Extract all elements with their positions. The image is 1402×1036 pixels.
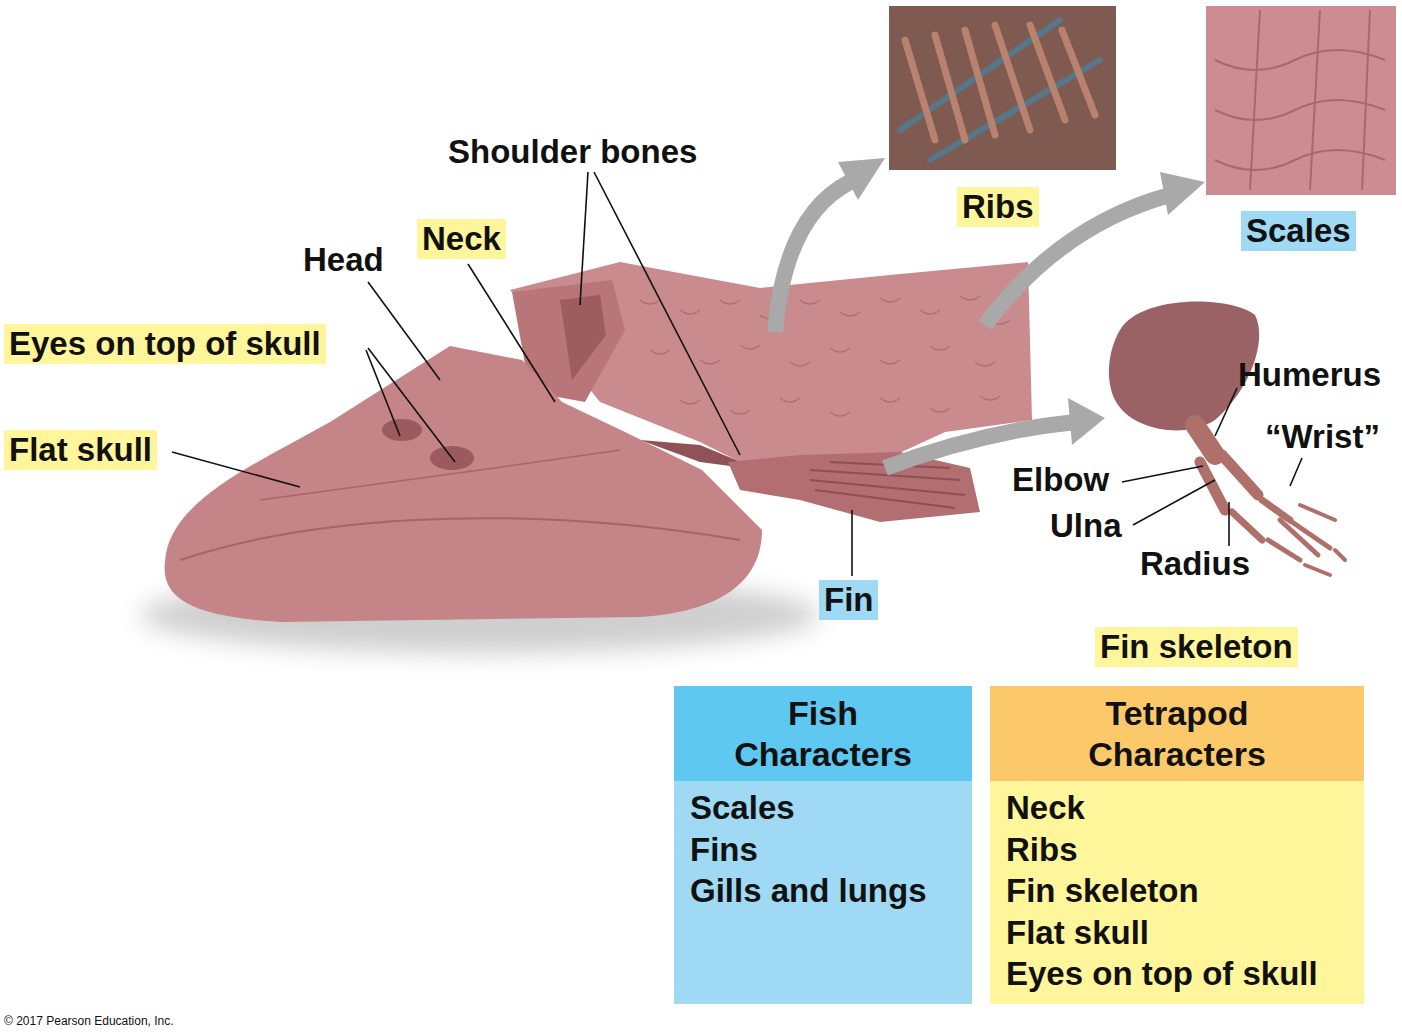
eye-socket: [382, 419, 422, 441]
fossil-fin: [728, 452, 980, 522]
tetrapod-label: Fin skeleton: [1095, 627, 1298, 667]
character-item: Flat skull: [990, 912, 1364, 954]
scales-photo-detail: [1215, 10, 1385, 190]
tetrapod-label: Ribs: [957, 187, 1039, 227]
fish-label: Scales: [1241, 211, 1356, 251]
tetrapod-label: Eyes on top of skull: [4, 324, 326, 364]
shoulder-bone: [560, 295, 606, 380]
ribs-photo-detail: [900, 20, 1100, 160]
character-item: Fins: [674, 829, 972, 871]
part-label: Shoulder bones: [443, 132, 702, 172]
character-item: Scales: [674, 787, 972, 829]
copyright-note: © 2017 Pearson Education, Inc.: [2, 1013, 176, 1029]
column-heading: Tetrapod Characters: [990, 686, 1364, 781]
part-label: Radius: [1135, 544, 1255, 584]
leader-line: [172, 172, 1302, 576]
part-label: Head: [298, 240, 389, 280]
tetrapod-label: Neck: [417, 219, 506, 259]
character-item: Ribs: [990, 829, 1364, 871]
fossil-skull: [165, 346, 762, 622]
skull-suture: [180, 518, 740, 560]
tetrapod-characters-box: Tetrapod CharactersNeckRibsFin skeletonF…: [990, 686, 1364, 1004]
ribs-photo-detail: [905, 25, 1095, 140]
character-item: Neck: [990, 787, 1364, 829]
part-label: Ulna: [1045, 506, 1127, 546]
character-item: Gills and lungs: [674, 870, 972, 912]
character-item: Eyes on top of skull: [990, 953, 1364, 995]
part-label: “Wrist”: [1260, 417, 1385, 457]
column-heading: Fish Characters: [674, 686, 972, 781]
fish-characters-box: Fish CharactersScalesFinsGills and lungs: [674, 686, 972, 1004]
scale-texture: [640, 296, 1010, 416]
part-label: Elbow: [1007, 460, 1114, 500]
part-label: Humerus: [1233, 355, 1386, 395]
fin-skeleton-shoulder: [1109, 301, 1259, 430]
character-item: Fin skeleton: [990, 870, 1364, 912]
scales-photo: [1206, 6, 1396, 195]
fish-label: Fin: [819, 580, 878, 620]
tetrapod-label: Flat skull: [4, 430, 157, 470]
ribs-photo: [889, 6, 1116, 170]
